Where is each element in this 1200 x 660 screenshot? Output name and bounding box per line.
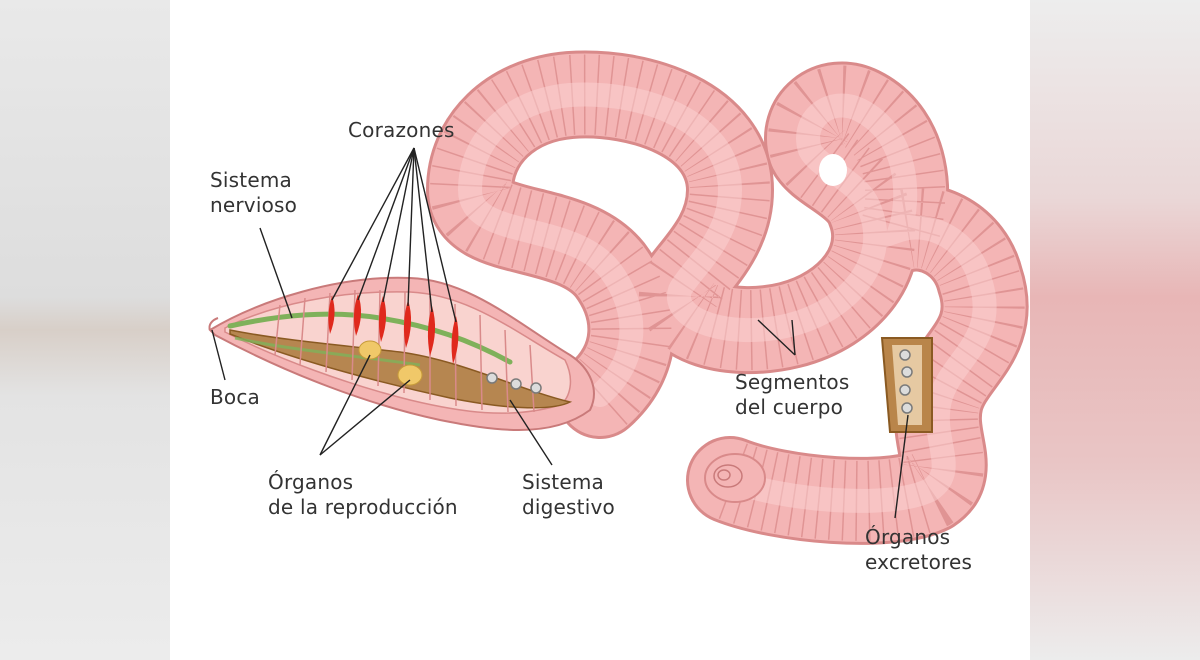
- reproductive-organs: [358, 340, 423, 386]
- worm-cross-section: [208, 276, 595, 431]
- label-boca: Boca: [210, 385, 261, 409]
- label-segmentos-cuerpo: Segmentos del cuerpo: [735, 370, 850, 419]
- blurred-background-right: [1030, 0, 1200, 660]
- leader-lines: [211, 147, 909, 519]
- label-organos-excretores: Órganos excretores: [865, 525, 973, 574]
- label-organos-reproduccion: Órganos de la reproducción: [268, 470, 458, 519]
- worm-tail-tip: [704, 453, 766, 503]
- blurred-background-left: [0, 0, 170, 660]
- label-sistema-digestivo: Sistema digestivo: [522, 470, 615, 519]
- label-corazones: Corazones: [348, 118, 455, 142]
- earthworm-illustration: [208, 50, 1029, 545]
- hearts: [328, 294, 459, 364]
- excretory-window: [880, 337, 933, 433]
- earthworm-anatomy-diagram: Corazones Sistema nervioso Boca Órganos …: [170, 0, 1030, 660]
- worm-body-coils: [426, 50, 1029, 545]
- label-sistema-nervioso: Sistema nervioso: [210, 168, 298, 217]
- coil-gap: [819, 154, 847, 186]
